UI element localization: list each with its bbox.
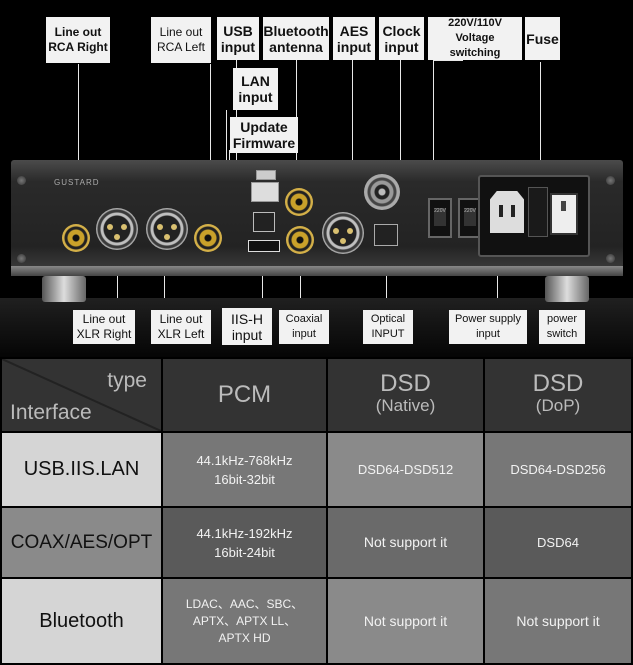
leader-line xyxy=(433,60,463,61)
xlr-left-connector xyxy=(146,208,188,250)
optical-port xyxy=(374,224,398,246)
clock-input-bnc xyxy=(364,174,400,210)
usb-port xyxy=(253,212,275,232)
cell-pcm: LDAC、AAC、SBC、 APTX、APTX LL、 APTX HD xyxy=(161,577,328,665)
screw-icon xyxy=(17,176,26,185)
header-pcm: PCM xyxy=(161,357,328,433)
label-iis-input: IIS-H input xyxy=(222,308,272,345)
label-clock-input: Clock input xyxy=(379,17,424,60)
cell-dsd-dop: Not support it xyxy=(483,577,633,665)
header-dsd-native-sub: (Native) xyxy=(375,396,436,415)
cell-pcm: 44.1kHz-768kHz 16bit-32bit xyxy=(161,431,328,508)
leader-line xyxy=(262,255,263,310)
screw-icon xyxy=(606,176,615,185)
header-dsd-dop: DSD(DoP) xyxy=(483,357,633,433)
screw-icon xyxy=(606,254,615,263)
header-dsd-native: DSD(Native) xyxy=(326,357,485,433)
leader-line xyxy=(497,250,498,310)
cell-pcm: 44.1kHz-192kHz 16bit-24bit xyxy=(161,506,328,579)
table-header-row: type Interface PCM DSD(Native) DSD(DoP) xyxy=(0,357,633,433)
brand-logo: GUSTARD xyxy=(54,178,100,187)
bluetooth-antenna-jack xyxy=(285,188,313,216)
leader-line xyxy=(226,110,227,190)
leader-line xyxy=(352,60,353,210)
corner-type-label: type xyxy=(107,369,147,392)
header-dsd-native-title: DSD xyxy=(380,370,431,397)
label-fuse: Fuse xyxy=(525,17,560,60)
aes-connector xyxy=(322,212,364,254)
label-update-firmware: Update Firmware xyxy=(230,117,298,153)
corner-interface-label: Interface xyxy=(10,401,92,424)
corner-diagonal xyxy=(2,359,161,431)
table-row: USB.IIS.LAN 44.1kHz-768kHz 16bit-32bit D… xyxy=(0,431,633,508)
iis-port xyxy=(248,240,280,252)
leader-line xyxy=(78,64,79,224)
coaxial-jack xyxy=(286,226,314,254)
leader-line xyxy=(386,245,387,310)
firmware-port xyxy=(256,170,276,180)
screw-icon xyxy=(17,254,26,263)
xlr-right-connector xyxy=(96,208,138,250)
cell-dsd-dop: DSD64 xyxy=(483,506,633,579)
cell-dsd-native: Not support it xyxy=(326,506,485,579)
product-rear-panel-photo: GUSTARD 220V 220V Line out RCA Right Lin… xyxy=(0,17,633,357)
leader-line xyxy=(164,245,165,310)
label-rca-left: Line out RCA Left xyxy=(151,17,211,63)
leader-line xyxy=(400,60,401,185)
label-aes-input: AES input xyxy=(333,17,375,60)
power-switch xyxy=(550,193,578,235)
table-row: COAX/AES/OPT 44.1kHz-192kHz 16bit-24bit … xyxy=(0,506,633,579)
leader-line xyxy=(540,62,541,182)
label-lan-input: LAN input xyxy=(233,68,278,110)
device-foot xyxy=(545,276,589,302)
label-voltage-switching: 220V/110V Voltage switching xyxy=(428,17,522,60)
device-foot xyxy=(42,276,86,302)
chassis-base xyxy=(11,266,623,276)
header-dsd-dop-title: DSD xyxy=(532,370,584,397)
label-xlr-left: Line out XLR Left xyxy=(151,310,211,344)
label-power-switch: power switch xyxy=(539,310,585,344)
label-rca-right: Line out RCA Right xyxy=(46,17,110,63)
label-xlr-right: Line out XLR Right xyxy=(73,310,135,344)
label-power-supply-input: Power supply input xyxy=(449,310,527,344)
leader-line xyxy=(300,250,301,310)
power-module xyxy=(478,175,590,257)
label-bluetooth-antenna: Bluetooth antenna xyxy=(263,17,329,60)
leader-line xyxy=(117,245,118,310)
table-row: Bluetooth LDAC、AAC、SBC、 APTX、APTX LL、 AP… xyxy=(0,577,633,665)
label-usb-input: USB input xyxy=(217,17,259,60)
label-coaxial-input: Coaxial input xyxy=(279,310,329,344)
row-interface: Bluetooth xyxy=(0,577,163,665)
fuse-holder xyxy=(528,187,548,237)
cell-dsd-native: DSD64-DSD512 xyxy=(326,431,485,508)
rca-right-jack xyxy=(62,224,90,252)
header-dsd-dop-sub: (DoP) xyxy=(535,396,581,415)
cell-dsd-native: Not support it xyxy=(326,577,485,665)
row-interface: COAX/AES/OPT xyxy=(0,506,163,579)
rca-left-jack xyxy=(194,224,222,252)
format-support-table: type Interface PCM DSD(Native) DSD(DoP) … xyxy=(0,357,633,665)
row-interface: USB.IIS.LAN xyxy=(0,431,163,508)
leader-line xyxy=(433,60,434,190)
label-optical-input: Optical INPUT xyxy=(363,310,413,344)
leader-line xyxy=(210,64,211,224)
lan-port xyxy=(251,182,279,202)
voltage-switch: 220V xyxy=(428,198,452,238)
table-corner-cell: type Interface xyxy=(0,357,163,433)
power-inlet xyxy=(490,191,524,233)
cell-dsd-dop: DSD64-DSD256 xyxy=(483,431,633,508)
